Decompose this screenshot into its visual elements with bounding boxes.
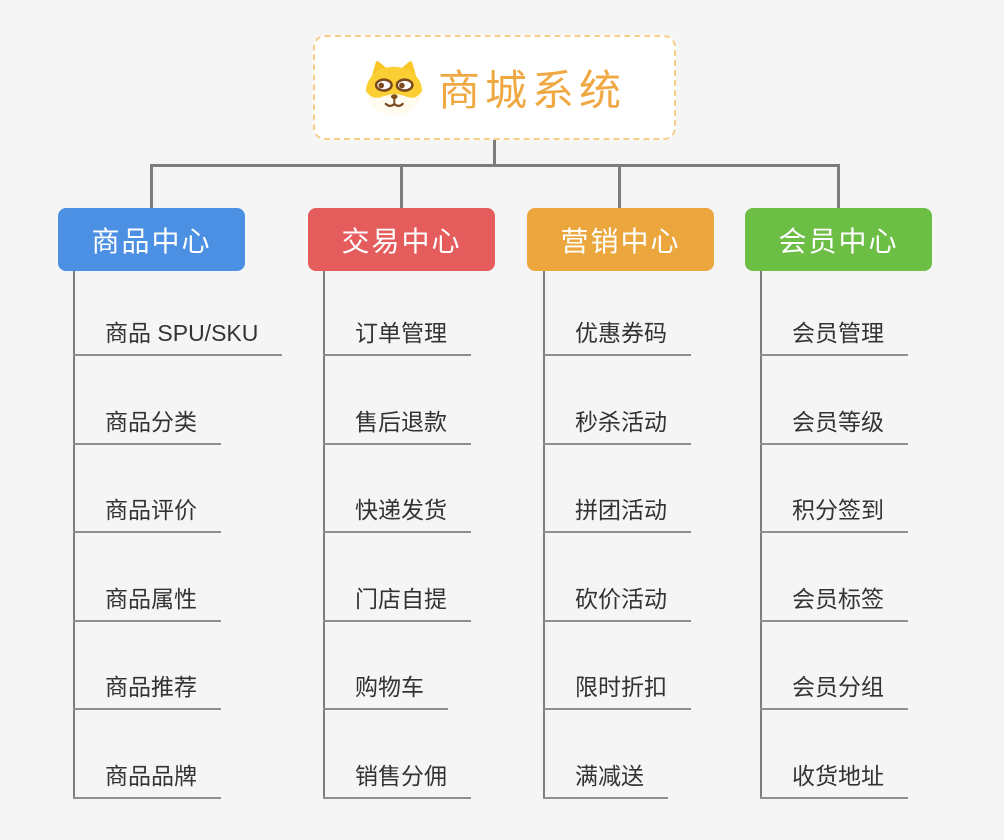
child-node-label: 门店自提 <box>355 585 447 612</box>
branch-label: 营销中心 <box>560 225 681 257</box>
branch-node-product-center[interactable]: 商品中心 <box>58 208 245 271</box>
child-node-label: 优惠券码 <box>575 320 667 346</box>
child-node-label: 商品 SPU/SKU <box>105 320 259 346</box>
child-node[interactable]: 秒杀活动 <box>543 407 691 445</box>
child-node-label: 商品属性 <box>105 585 197 612</box>
branch-column-product: 商品 SPU/SKU 商品分类商品评价商品属性商品推荐商品品牌 <box>73 271 313 801</box>
child-node[interactable]: 购物车 <box>323 672 448 711</box>
branch-column-marketing: 优惠券码秒杀活动拼团活动砍价活动限时折扣满减送 <box>543 271 783 801</box>
child-node[interactable]: 会员标签 <box>760 584 908 622</box>
child-node-label: 订单管理 <box>355 320 447 346</box>
child-node-label: 商品评价 <box>105 497 197 524</box>
child-node-label: 会员管理 <box>792 320 884 346</box>
child-node[interactable]: 商品属性 <box>73 584 221 622</box>
child-node[interactable]: 门店自提 <box>323 584 471 622</box>
child-node-label: 砍价活动 <box>575 585 667 612</box>
child-node[interactable]: 优惠券码 <box>543 318 691 356</box>
connector-drop <box>618 164 621 208</box>
child-node[interactable]: 商品 SPU/SKU <box>73 318 283 356</box>
branch-label: 商品中心 <box>91 225 212 257</box>
child-node[interactable]: 会员分组 <box>760 672 908 711</box>
child-node[interactable]: 订单管理 <box>323 318 471 356</box>
child-node[interactable]: 收货地址 <box>760 761 908 799</box>
branch-column-trade: 订单管理售后退款快递发货门店自提购物车销售分佣 <box>323 271 563 801</box>
child-node[interactable]: 商品评价 <box>73 495 221 534</box>
connector-drop <box>400 164 403 208</box>
root-node[interactable]: 商城系统 <box>313 35 676 140</box>
shiba-dog-icon <box>363 59 425 116</box>
child-node-label: 会员分组 <box>792 674 884 701</box>
child-node[interactable]: 限时折扣 <box>543 672 691 711</box>
child-node[interactable]: 会员等级 <box>760 407 908 445</box>
branch-vertical-line <box>323 271 325 799</box>
child-node[interactable]: 砍价活动 <box>543 584 691 622</box>
root-title: 商城系统 <box>437 67 626 114</box>
child-node[interactable]: 商品品牌 <box>73 761 221 799</box>
child-node[interactable]: 积分签到 <box>760 495 908 534</box>
branch-node-trade-center[interactable]: 交易中心 <box>308 208 495 271</box>
child-node-label: 收货地址 <box>792 763 884 789</box>
child-node[interactable]: 拼团活动 <box>543 495 691 534</box>
child-node-label: 商品推荐 <box>105 674 197 701</box>
child-node-label: 快递发货 <box>355 497 447 524</box>
branch-vertical-line <box>73 271 75 799</box>
connector-drop <box>837 164 840 208</box>
child-node[interactable]: 商品推荐 <box>73 672 221 711</box>
child-node-label: 商品分类 <box>105 408 197 435</box>
child-node-label: 售后退款 <box>355 408 447 435</box>
child-node[interactable]: 会员管理 <box>760 318 908 356</box>
child-node[interactable]: 销售分佣 <box>323 761 471 799</box>
connector-root-stem <box>493 140 496 167</box>
branch-label: 交易中心 <box>341 225 462 257</box>
child-node-label: 秒杀活动 <box>575 408 667 435</box>
child-node[interactable]: 快递发货 <box>323 495 471 534</box>
child-node-label: 销售分佣 <box>355 763 447 789</box>
branch-vertical-line <box>543 271 545 799</box>
child-node-label: 限时折扣 <box>575 674 667 701</box>
child-node-label: 满减送 <box>575 763 644 789</box>
branch-label: 会员中心 <box>778 225 899 257</box>
child-node[interactable]: 售后退款 <box>323 407 471 445</box>
connector-drop <box>150 164 153 208</box>
child-node[interactable]: 满减送 <box>543 761 668 799</box>
child-node-label: 拼团活动 <box>575 497 667 524</box>
child-node-label: 会员标签 <box>792 585 884 612</box>
branch-node-member-center[interactable]: 会员中心 <box>745 208 932 271</box>
connector-horizontal <box>150 164 840 167</box>
child-node-label: 购物车 <box>355 674 424 701</box>
branch-vertical-line <box>760 271 762 799</box>
branch-column-member: 会员管理会员等级积分签到会员标签会员分组收货地址 <box>760 271 1000 801</box>
child-node-label: 商品品牌 <box>105 763 197 789</box>
child-node[interactable]: 商品分类 <box>73 407 221 445</box>
branch-node-marketing-center[interactable]: 营销中心 <box>527 208 714 271</box>
child-node-label: 积分签到 <box>792 497 884 524</box>
child-node-label: 会员等级 <box>792 408 884 435</box>
